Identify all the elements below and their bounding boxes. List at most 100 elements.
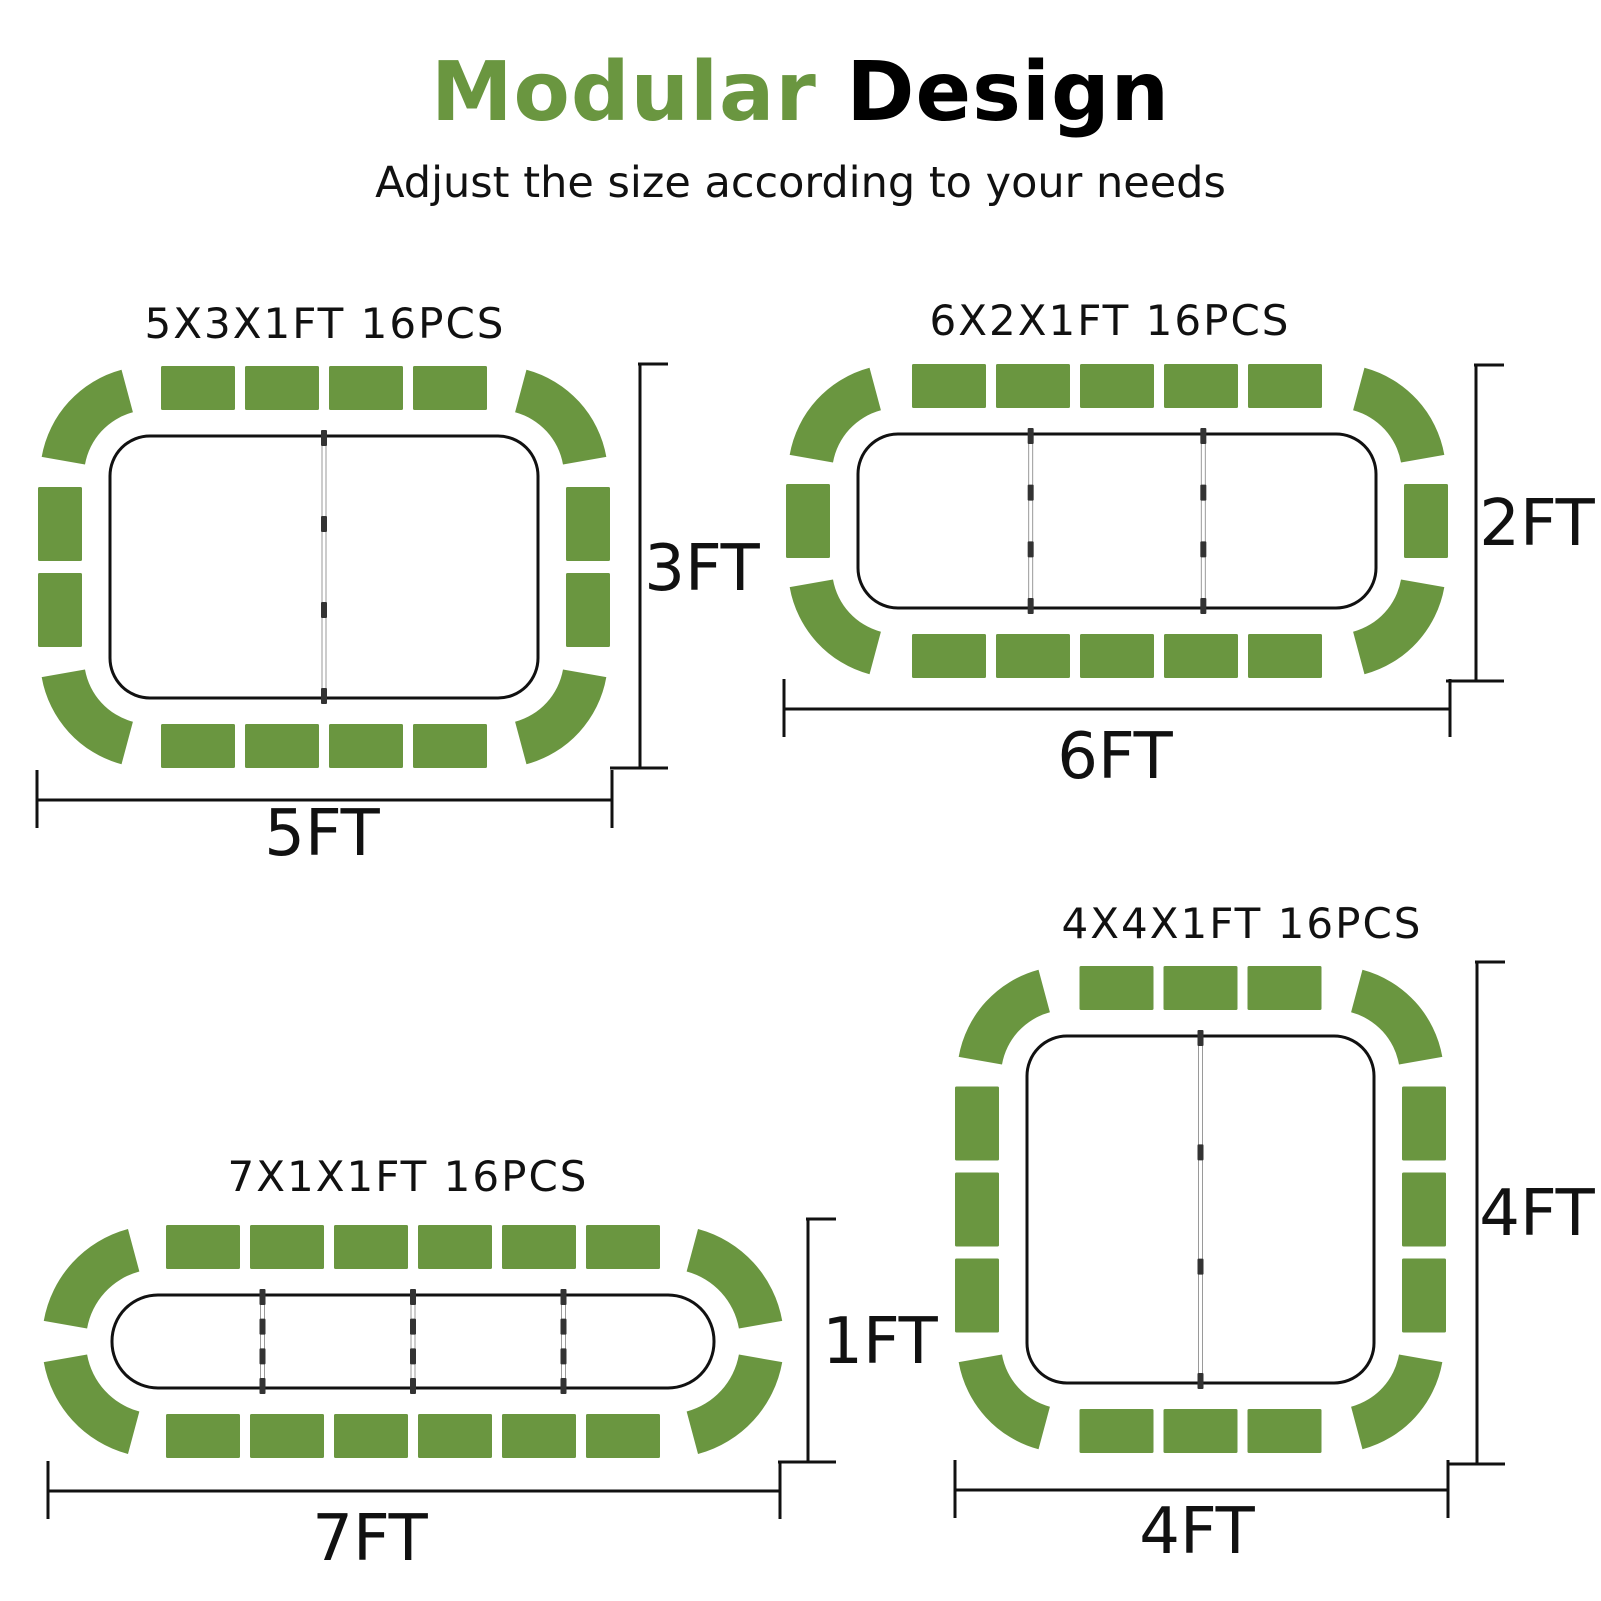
corner-piece — [41, 669, 133, 765]
connector-clip — [321, 516, 327, 532]
connector-clip — [560, 1289, 567, 1305]
connector-clip — [259, 1378, 266, 1394]
straight-piece — [334, 1414, 408, 1458]
connector-clip — [1197, 1373, 1204, 1389]
connector-clip — [321, 602, 327, 618]
straight-piece — [329, 366, 403, 410]
play-area-outline — [108, 434, 540, 700]
connector-clip — [1027, 428, 1034, 444]
connector-clip — [1200, 598, 1207, 614]
straight-piece — [912, 634, 986, 678]
straight-piece — [166, 1414, 240, 1458]
play-area-outline — [110, 1293, 716, 1390]
corner-piece — [686, 1228, 783, 1329]
connector-clip — [410, 1378, 416, 1394]
straight-piece — [1404, 484, 1448, 558]
straight-piece — [1079, 1409, 1154, 1453]
straight-piece — [334, 1225, 408, 1269]
length-label: 4FT — [1139, 1495, 1255, 1569]
connector-clip — [1200, 428, 1207, 444]
straight-piece — [566, 573, 610, 647]
straight-piece — [1247, 1409, 1322, 1453]
straight-piece — [1164, 364, 1238, 408]
straight-piece — [245, 366, 319, 410]
straight-piece — [586, 1414, 660, 1458]
straight-piece — [250, 1414, 324, 1458]
connector-clip — [1027, 484, 1034, 501]
width-label: 1FT — [822, 1305, 938, 1379]
connector-clip — [1197, 1258, 1204, 1275]
connector-clip — [321, 430, 327, 446]
straight-piece — [38, 573, 82, 647]
straight-piece — [1164, 634, 1238, 678]
straight-piece — [1402, 1258, 1446, 1333]
straight-piece — [1080, 364, 1154, 408]
corner-piece — [43, 1354, 140, 1455]
title-design: Design — [846, 45, 1171, 140]
page-title: Modular Design — [0, 52, 1601, 134]
straight-piece — [1079, 966, 1154, 1010]
straight-piece — [955, 1258, 999, 1333]
straight-piece — [1163, 1409, 1238, 1453]
config-label: 5X3X1FT 16PCS — [145, 299, 506, 348]
straight-piece — [786, 484, 830, 558]
connector-clip — [1200, 484, 1207, 501]
straight-piece — [955, 1086, 999, 1161]
straight-piece — [586, 1225, 660, 1269]
straight-piece — [166, 1225, 240, 1269]
connector-clip — [259, 1318, 266, 1335]
straight-piece — [1163, 966, 1238, 1010]
straight-piece — [245, 724, 319, 768]
corner-piece — [958, 1354, 1050, 1450]
straight-piece — [1248, 634, 1322, 678]
connector-clip — [1200, 541, 1207, 558]
play-area-outline — [856, 432, 1378, 610]
width-label: 2FT — [1479, 487, 1595, 561]
straight-piece — [996, 634, 1070, 678]
length-label: 6FT — [1057, 720, 1173, 794]
connector-clip — [1027, 541, 1034, 558]
connector-clip — [560, 1348, 567, 1365]
corner-piece — [1351, 1354, 1443, 1450]
straight-piece — [38, 487, 82, 561]
connector-clip — [321, 688, 327, 704]
corner-piece — [789, 579, 881, 675]
straight-piece — [250, 1225, 324, 1269]
length-label: 5FT — [264, 797, 380, 871]
corner-piece — [958, 969, 1050, 1065]
straight-piece — [502, 1225, 576, 1269]
straight-piece — [161, 724, 235, 768]
connector-clip — [410, 1348, 416, 1365]
corner-piece — [789, 367, 881, 463]
width-label: 4FT — [1479, 1177, 1595, 1251]
page-subtitle: Adjust the size according to your needs — [375, 158, 1226, 208]
connector-clip — [259, 1348, 266, 1365]
corner-piece — [1351, 969, 1443, 1065]
straight-piece — [955, 1172, 999, 1247]
straight-piece — [1248, 364, 1322, 408]
straight-piece — [996, 364, 1070, 408]
config-label: 4X4X1FT 16PCS — [1062, 899, 1423, 948]
title-modular: Modular — [430, 45, 817, 140]
corner-piece — [41, 369, 133, 465]
layout-5x3: 5X3X1FT 16PCS 3FT 5FT — [35, 299, 761, 871]
straight-piece — [502, 1414, 576, 1458]
straight-piece — [418, 1225, 492, 1269]
straight-piece — [1080, 634, 1154, 678]
connector-clip — [1197, 1144, 1204, 1161]
corner-piece — [1353, 579, 1445, 675]
straight-piece — [418, 1414, 492, 1458]
layout-6x2: 6X2X1FT 16PCS 2FT 6FT — [782, 296, 1596, 794]
connector-clip — [560, 1318, 567, 1335]
connector-clip — [1197, 1030, 1204, 1046]
width-label: 3FT — [644, 532, 760, 606]
corner-piece — [686, 1354, 783, 1455]
straight-piece — [413, 366, 487, 410]
corner-piece — [43, 1228, 140, 1329]
config-label: 6X2X1FT 16PCS — [930, 296, 1291, 345]
config-label: 7X1X1FT 16PCS — [228, 1152, 589, 1201]
connector-clip — [1027, 598, 1034, 614]
